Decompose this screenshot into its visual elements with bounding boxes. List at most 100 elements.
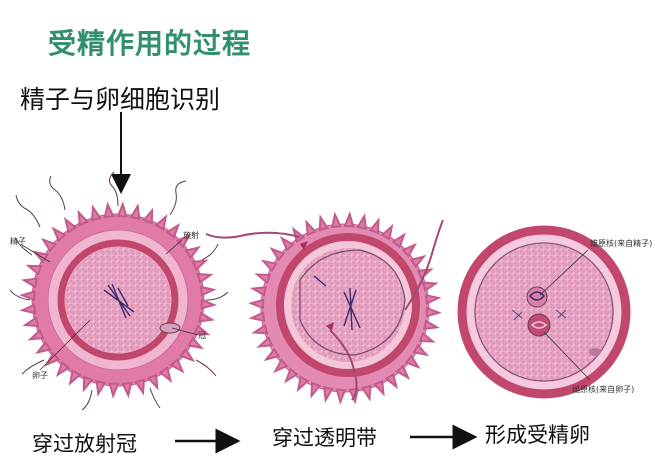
step-label-recognition: 精子与卵细胞识别 xyxy=(20,85,221,114)
corona-spike xyxy=(373,379,385,397)
spindle-2 xyxy=(313,275,361,331)
corona-spike xyxy=(395,364,411,381)
label-female-pronucleus: 雌原核(来自卵子) xyxy=(572,384,634,394)
corona-spike xyxy=(356,212,368,230)
corona-spike xyxy=(193,324,211,336)
corona-spike xyxy=(40,237,57,253)
corona-spike xyxy=(25,264,43,276)
label-egg: 卵子 xyxy=(32,370,48,380)
corona-spike xyxy=(260,259,278,273)
step-label-zona: 穿过透明带 xyxy=(272,426,377,450)
corona-spike xyxy=(409,254,427,269)
corona-spike xyxy=(63,217,78,234)
sperm-1 xyxy=(9,171,229,411)
step-label-corona: 穿过放射冠 xyxy=(32,432,137,456)
corona-spike xyxy=(310,381,322,399)
corona-spike xyxy=(200,298,217,310)
corona-spike xyxy=(251,323,269,335)
corona-spike xyxy=(27,328,45,341)
corona-spike xyxy=(254,273,272,285)
corona-spike xyxy=(368,217,380,235)
corona-spike xyxy=(77,209,90,227)
corona-spike xyxy=(421,281,439,293)
corona-spike xyxy=(256,336,274,348)
egg-cell-2 xyxy=(205,211,444,405)
corona-spike xyxy=(263,347,281,362)
corona-spike xyxy=(179,347,196,363)
corona-spike xyxy=(158,366,173,383)
page-title: 受精作用的过程 xyxy=(48,27,252,60)
corona-spike xyxy=(121,381,133,399)
corona-spike xyxy=(197,311,215,323)
corona-spike xyxy=(95,379,107,397)
corona-spike xyxy=(384,372,399,390)
corona-spike xyxy=(248,311,266,323)
female-pronucleus xyxy=(527,313,551,337)
corona-spike xyxy=(401,242,418,258)
corona-spike xyxy=(35,340,52,355)
egg-cell-1: 精子 放射 冠 卵子 xyxy=(9,171,229,411)
corona-spike xyxy=(425,306,442,318)
corona-spike xyxy=(196,272,214,284)
corona-spike xyxy=(142,207,154,225)
corona-spike xyxy=(360,384,372,402)
corona-spike xyxy=(68,369,82,386)
corona-spike xyxy=(424,293,442,305)
corona-spike xyxy=(129,203,141,221)
corona-spike xyxy=(165,222,181,239)
corona-spike xyxy=(322,386,334,404)
corona-spike xyxy=(134,378,146,396)
sperm-tail-top-2 xyxy=(205,231,301,239)
corona-spike xyxy=(272,358,289,374)
corona-spike xyxy=(51,226,67,243)
corona-spike xyxy=(21,277,39,289)
corona-spike xyxy=(19,303,37,315)
corona-spike xyxy=(284,367,299,384)
corona-spike xyxy=(19,290,36,302)
corona-spike xyxy=(90,204,102,222)
corona-spike xyxy=(116,201,128,218)
corona-spike xyxy=(404,354,421,369)
corona-spike xyxy=(279,235,295,252)
sperm-tail-right-2 xyxy=(404,219,444,311)
corona-spike xyxy=(154,214,168,231)
corona-spike xyxy=(335,388,347,405)
label-sperm: 精子 xyxy=(10,236,26,246)
corona-spike xyxy=(318,214,330,232)
corona-spike xyxy=(169,357,185,374)
corona-spike xyxy=(191,259,209,272)
corona-spike xyxy=(44,351,61,367)
corona-spike xyxy=(391,232,406,249)
corona-spike xyxy=(305,219,317,237)
corona-spike xyxy=(412,343,430,357)
corona-spike xyxy=(343,211,355,228)
label-male-pronucleus: 雄原核(来自精子) xyxy=(590,238,652,248)
corona-spike xyxy=(82,375,94,393)
corona-spike xyxy=(184,245,201,260)
corona-spike xyxy=(187,336,204,350)
male-pronucleus xyxy=(526,286,548,308)
corona-spike xyxy=(248,298,265,310)
zona-pellucida-1 xyxy=(57,239,179,361)
zygote-cell: 雄原核(来自精子) 雌原核(来自卵子) xyxy=(457,225,652,399)
corona-spike xyxy=(146,373,159,391)
corona-spike xyxy=(199,285,217,297)
sperm-penetrating-2 xyxy=(329,329,358,401)
spindle-1 xyxy=(103,283,135,319)
corona-spike xyxy=(55,361,71,378)
label-corona-suffix: 冠 xyxy=(198,331,206,340)
label-corona: 放射 xyxy=(183,230,199,240)
corona-spike xyxy=(418,331,436,343)
corona-spike xyxy=(175,233,192,249)
corona-spike xyxy=(103,201,115,219)
corona-spike xyxy=(249,285,267,297)
corona-spike xyxy=(330,211,342,229)
step-label-zygote: 形成受精卵 xyxy=(485,423,590,447)
corona-spike xyxy=(296,375,310,393)
corona-spike xyxy=(108,382,120,399)
corona-spike xyxy=(269,247,286,262)
corona-spike xyxy=(380,223,394,241)
corona-spike xyxy=(423,319,441,331)
corona-spike xyxy=(22,316,40,328)
